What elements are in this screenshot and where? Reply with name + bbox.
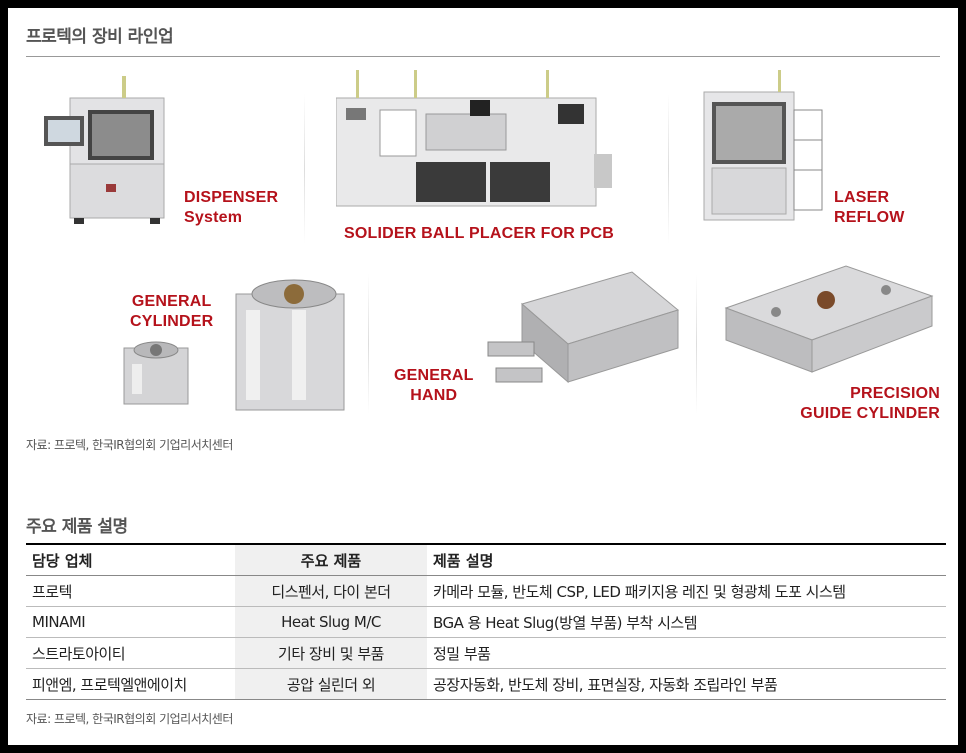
gripper-hand-image [487,271,680,384]
large-cylinder-image [235,279,345,411]
separator [668,94,669,244]
section-title-products: 주요 제품 설명 [26,517,128,537]
guide-cylinder-image [724,265,934,373]
header-main-product: 주요 제품 [235,543,427,576]
cell-company: 스트라토아이티 [26,637,235,669]
separator [368,274,369,414]
solder-ball-placer-image [336,70,612,207]
cell-product: 공압 실린더 외 [235,668,427,700]
cell-company: 피앤엠, 프로텍엘앤에이치 [26,668,235,700]
table-row: 피앤엠, 프로텍엘앤에이치 공압 실린더 외 공장자동화, 반도체 장비, 표면… [26,668,946,700]
cell-company: MINAMI [26,606,235,638]
dispenser-machine-image [44,76,165,224]
laser-reflow-image [703,70,823,221]
source-note: 자료: 프로텍, 한국IR협의회 기업리서치센터 [26,712,233,726]
cell-company: 프로텍 [26,575,235,607]
separator [304,94,305,244]
separator [696,274,697,414]
table-row: 프로텍 디스펜서, 다이 본더 카메라 모듈, 반도체 CSP, LED 패키지… [26,575,946,607]
product-table: 담당 업체 주요 제품 제품 설명 프로텍 디스펜서, 다이 본더 카메라 모듈… [26,543,946,700]
cell-description: 카메라 모듈, 반도체 CSP, LED 패키지용 레진 및 형광체 도포 시스… [427,575,946,607]
table-row: 스트라토아이티 기타 장비 및 부품 정밀 부품 [26,637,946,669]
divider [26,56,940,57]
header-company: 담당 업체 [26,543,235,576]
section-title-lineup: 프로텍의 장비 라인업 [26,27,174,47]
source-note: 자료: 프로텍, 한국IR협의회 기업리서치센터 [26,438,233,452]
header-description: 제품 설명 [427,543,946,576]
cell-product: Heat Slug M/C [235,606,427,638]
label-solder-ball-placer: SOLIDER BALL PLACER FOR PCB [344,225,615,242]
table-header-row: 담당 업체 주요 제품 제품 설명 [26,543,946,576]
cell-product: 기타 장비 및 부품 [235,637,427,669]
cell-description: BGA 용 Heat Slug(방열 부품) 부착 시스템 [427,606,946,638]
small-cylinder-image [123,341,189,405]
table-row: MINAMI Heat Slug M/C BGA 용 Heat Slug(방열 … [26,606,946,638]
cell-description: 공장자동화, 반도체 장비, 표면실장, 자동화 조립라인 부품 [427,668,946,700]
cell-product: 디스펜서, 다이 본더 [235,575,427,607]
cell-description: 정밀 부품 [427,637,946,669]
page: { "section1": { "title": "프로텍의 장비 라인업" }… [8,8,958,745]
